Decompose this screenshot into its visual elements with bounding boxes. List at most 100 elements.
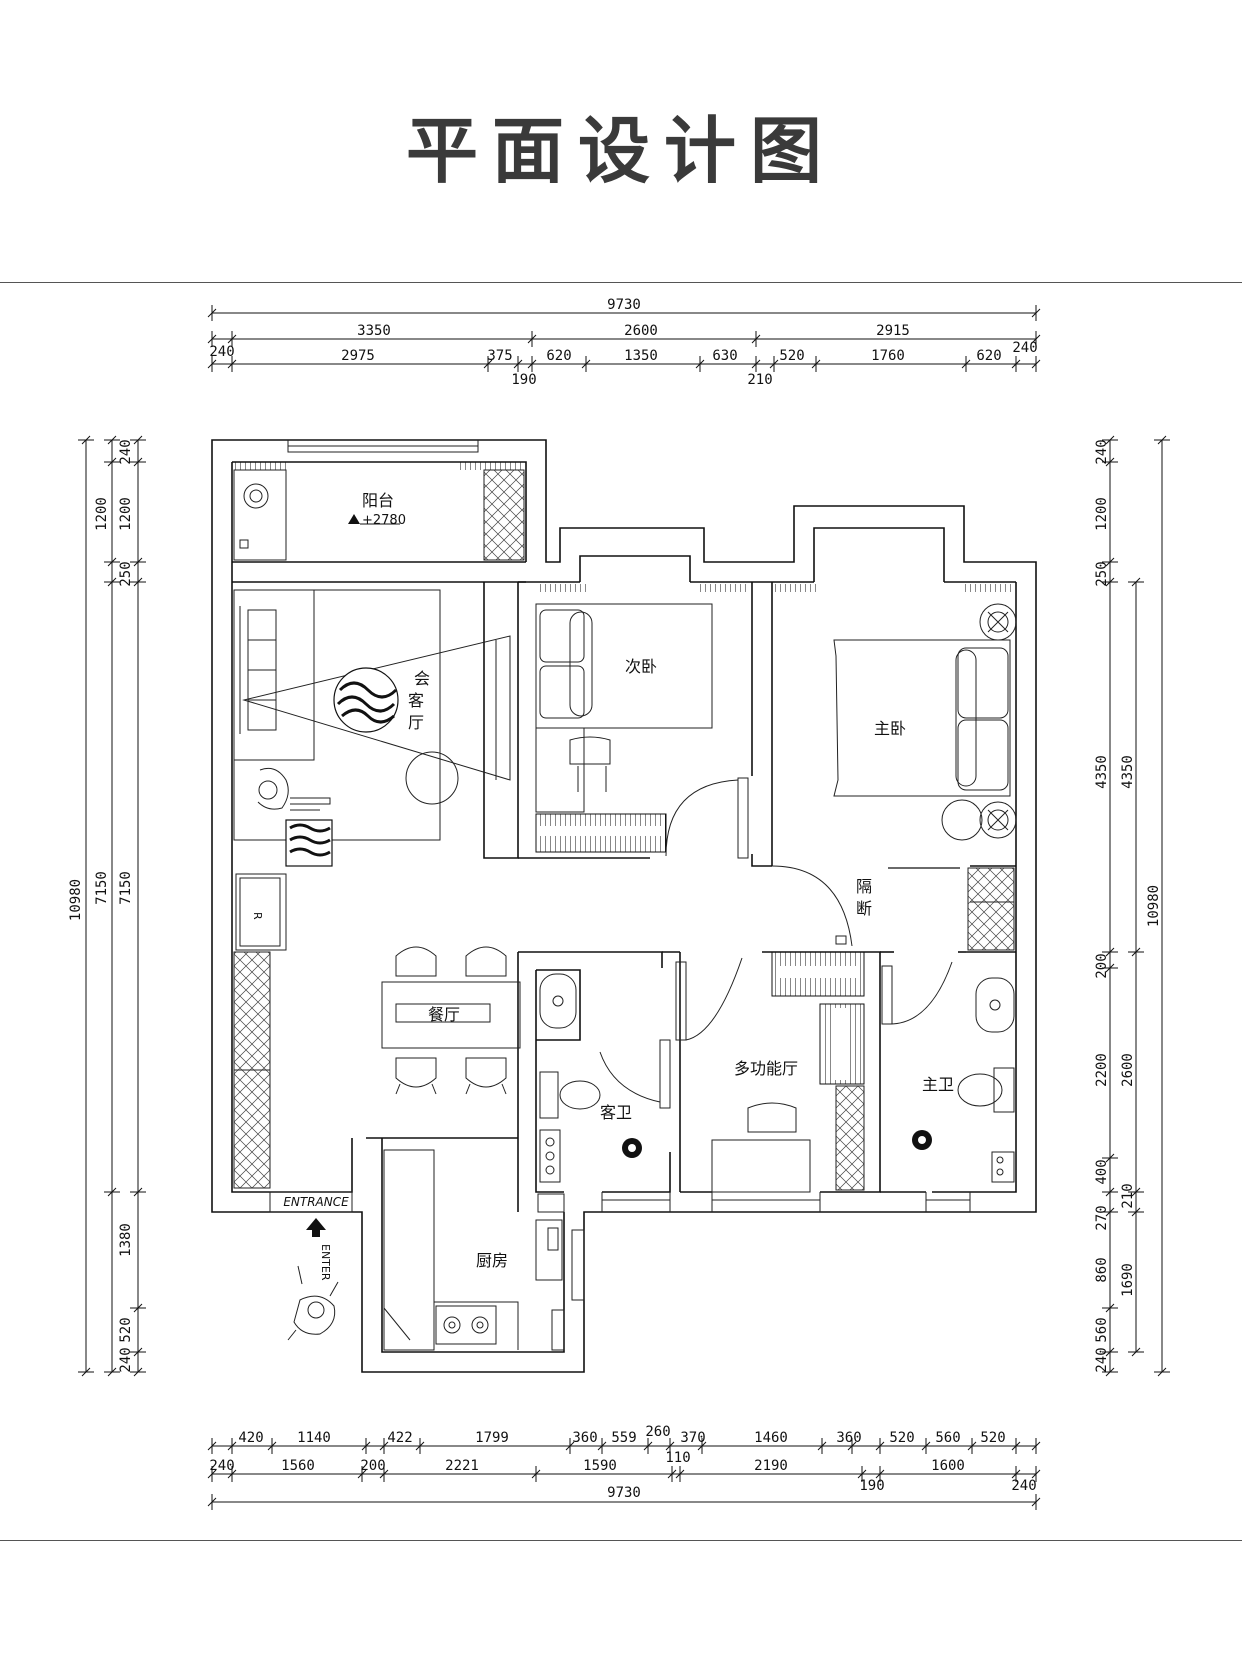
dim-bottom-mid-8: 190 <box>859 1478 884 1494</box>
dim-right-inner-6: 2200 <box>1094 1053 1110 1087</box>
dim-left-inner-7: 240 <box>118 1347 134 1372</box>
guest-bath-fixtures <box>539 973 671 1183</box>
dim-bottom-mid-7: 2190 <box>754 1458 788 1474</box>
dim-left-inner-4: 7150 <box>118 871 134 905</box>
dim-right-inner-7: 400 <box>1094 1159 1110 1184</box>
label-living-1: 会 <box>414 669 430 688</box>
multi-hall-furniture <box>675 951 865 1193</box>
dining-table <box>381 946 521 1095</box>
label-kitchen: 厨房 <box>476 1251 508 1270</box>
dim-right-inner-1: 240 <box>1094 439 1110 464</box>
dimension-bottom-labels: 420 1140 422 1799 360 559 260 370 1460 3… <box>209 1424 1036 1501</box>
label-partition-1: 隔 <box>856 877 872 896</box>
interior-walls <box>232 561 1016 1213</box>
dim-bottom-mid-1: 240 <box>209 1458 234 1474</box>
dim-bottom-fine-4: 1799 <box>475 1430 509 1446</box>
label-dining: 餐厅 <box>428 1005 460 1024</box>
bottom-rule <box>0 1540 1242 1541</box>
person-icon <box>257 767 331 811</box>
dim-top-fine-8: 210 <box>747 372 772 388</box>
dim-bottom-total: 9730 <box>607 1485 641 1501</box>
dim-right-mid-1: 4350 <box>1120 755 1136 789</box>
master-bedroom-furniture <box>771 603 1017 951</box>
dim-right-mid-4: 1690 <box>1120 1263 1136 1297</box>
dim-bottom-mid-2: 1560 <box>281 1458 315 1474</box>
label-partition-2: 断 <box>856 899 872 918</box>
second-bedroom-furniture <box>535 603 749 859</box>
dim-bottom-mid-6: 110 <box>665 1450 690 1466</box>
dim-bottom-fine-8: 370 <box>680 1430 705 1446</box>
dim-bottom-fine-3: 422 <box>387 1430 412 1446</box>
dim-top-fine-6: 1350 <box>624 348 658 364</box>
dim-bottom-mid-9: 1600 <box>931 1458 965 1474</box>
dimension-left-labels: 240 1200 250 7150 1380 520 240 1200 7150… <box>68 439 134 1372</box>
entrance-marker <box>287 1218 339 1341</box>
dimension-top <box>207 305 1041 372</box>
dim-bottom-fine-6: 559 <box>611 1430 636 1446</box>
dim-top-fine-1: 240 <box>209 344 234 360</box>
dimension-bottom <box>207 1438 1041 1510</box>
dim-top-fine-12: 240 <box>1012 340 1037 356</box>
dim-left-inner-6: 520 <box>118 1317 134 1342</box>
dim-left-inner-1: 240 <box>118 439 134 464</box>
dimension-right <box>1102 435 1170 1377</box>
dim-top-mid-2: 2600 <box>624 323 658 339</box>
dim-bottom-fine-2: 1140 <box>297 1430 331 1446</box>
label-guest-bath: 客卫 <box>600 1103 632 1122</box>
dim-left-inner-2: 1200 <box>118 497 134 531</box>
label-living-2: 客 <box>408 691 424 710</box>
dim-left-inner-3: 250 <box>118 561 134 586</box>
dim-bottom-fine-7: 260 <box>645 1424 670 1440</box>
dim-right-inner-3: 250 <box>1094 561 1110 586</box>
arrow-up-icon <box>306 1218 326 1230</box>
dim-right-inner-4: 4350 <box>1094 755 1110 789</box>
dim-top-mid-1: 3350 <box>357 323 391 339</box>
label-enter: ENTER <box>319 1244 332 1281</box>
dim-right-inner-11: 240 <box>1094 1347 1110 1372</box>
dimension-top-labels: 9730 3350 2600 2915 240 2975 375 190 620… <box>209 297 1037 388</box>
dim-top-fine-4: 190 <box>511 372 536 388</box>
dim-top-fine-3: 375 <box>487 348 512 364</box>
dim-bottom-fine-11: 520 <box>889 1430 914 1446</box>
dim-bottom-fine-5: 360 <box>572 1430 597 1446</box>
label-master-bath: 主卫 <box>922 1075 954 1094</box>
label-living-3: 厅 <box>408 713 424 732</box>
dim-top-fine-7: 630 <box>712 348 737 364</box>
exterior-walls <box>211 439 1037 1373</box>
dim-bottom-fine-1: 420 <box>238 1430 263 1446</box>
dim-bottom-fine-9: 1460 <box>754 1430 788 1446</box>
dim-top-fine-2: 2975 <box>341 348 375 364</box>
master-bath-fixtures <box>881 961 1015 1183</box>
dim-left-total: 10980 <box>68 879 84 921</box>
dim-top-fine-9: 520 <box>779 348 804 364</box>
page-title: 平面设计图 <box>405 108 836 193</box>
dimension-left <box>78 435 146 1377</box>
dim-top-total: 9730 <box>607 297 641 313</box>
dim-bottom-mid-5: 1590 <box>583 1458 617 1474</box>
label-master-bedroom: 主卧 <box>874 719 906 738</box>
kitchen-fixtures <box>383 1149 585 1351</box>
dim-bottom-mid-10: 240 <box>1011 1478 1036 1494</box>
dim-left-inner-5: 1380 <box>118 1223 134 1257</box>
label-balcony: 阳台 <box>362 491 394 510</box>
room-labels: 阳台 +2780 会 客 厅 次卧 主卧 隔 断 餐厅 多功能厅 客卫 主卫 厨… <box>251 491 954 1281</box>
dim-right-inner-5: 200 <box>1094 953 1110 978</box>
window-strips <box>234 462 1014 592</box>
label-fridge: R <box>251 912 264 920</box>
dim-right-inner-9: 860 <box>1094 1257 1110 1282</box>
top-rule <box>0 282 1242 283</box>
dim-right-inner-8: 270 <box>1094 1205 1110 1230</box>
dim-left-mid-2: 7150 <box>94 871 110 905</box>
dim-right-total: 10980 <box>1146 885 1162 927</box>
living-room-furniture <box>233 589 511 1189</box>
visitor-person-icon <box>287 1265 339 1341</box>
dim-right-inner-10: 560 <box>1094 1317 1110 1342</box>
dim-top-fine-5: 620 <box>546 348 571 364</box>
dim-top-mid-3: 2915 <box>876 323 910 339</box>
label-second-bedroom: 次卧 <box>625 657 657 676</box>
label-balcony-level: +2780 <box>362 513 406 528</box>
balcony <box>233 469 525 561</box>
dim-bottom-fine-13: 520 <box>980 1430 1005 1446</box>
dim-bottom-fine-10: 360 <box>836 1430 861 1446</box>
